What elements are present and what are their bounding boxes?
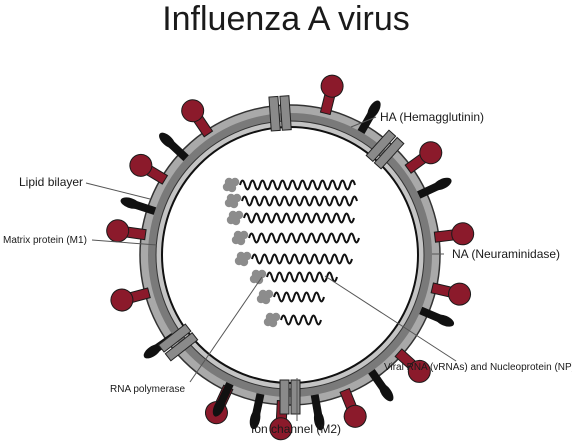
na-head — [212, 397, 226, 417]
ha-spike — [394, 348, 431, 383]
ha-spike — [339, 387, 367, 428]
na-head — [313, 410, 325, 431]
rna-leader — [324, 275, 457, 362]
rna-polymerase-blob — [234, 256, 244, 266]
na-spike — [120, 197, 157, 215]
rna-coil — [266, 271, 338, 283]
na-head — [159, 132, 176, 149]
rnp-segment — [249, 269, 338, 285]
lipid-leader — [85, 182, 151, 200]
surface-proteins — [106, 74, 475, 441]
ha-head — [448, 282, 472, 306]
rna-polymerase-blob — [249, 274, 259, 284]
rna-polymerase-blob — [231, 235, 241, 245]
ha-head — [451, 222, 475, 246]
ha-spike — [404, 141, 443, 174]
rna-polymerase-blob — [256, 294, 266, 304]
rnp-segment — [256, 289, 325, 305]
m2-subunit-left — [290, 379, 301, 415]
na-head — [367, 100, 381, 119]
na-spike — [357, 100, 381, 135]
m2-channel — [279, 379, 301, 415]
na-spike — [368, 369, 394, 402]
rna-polymerase-blob — [263, 317, 273, 327]
na-spike — [212, 382, 234, 417]
rna-polymerase-blob — [224, 198, 234, 208]
na-spike — [417, 177, 452, 199]
na-head — [143, 344, 162, 359]
na-head — [435, 314, 455, 327]
rna-coil — [273, 291, 325, 303]
leader-lines — [85, 116, 457, 421]
rna-coil — [251, 253, 353, 265]
m2-subunit-left — [164, 332, 199, 362]
ha-head — [407, 359, 431, 383]
rna-coil — [241, 195, 358, 207]
m2-subunit-right — [279, 379, 290, 415]
rna-polymerase-label: RNA polymerase — [110, 384, 185, 395]
m2-subunit-left — [365, 129, 397, 163]
ha-head — [129, 153, 153, 177]
na-spike — [419, 306, 455, 327]
ha-spike — [319, 74, 344, 116]
rna-coil — [280, 314, 322, 326]
na-head — [120, 197, 140, 209]
ha-head — [343, 404, 367, 428]
ha-head — [106, 219, 130, 243]
ha-head — [110, 288, 134, 312]
ha-spike — [129, 153, 169, 185]
ha-label: HA (Hemagglutinin) — [380, 110, 484, 124]
ha-head — [269, 417, 293, 441]
m2-subunit-left — [268, 95, 281, 132]
m2-channel — [157, 323, 199, 362]
lipid-bilayer-label: Lipid bilayer — [19, 175, 83, 189]
na-head — [379, 383, 394, 402]
rna-coil — [239, 179, 356, 191]
rna-polymerase-blob — [222, 182, 232, 192]
ha-head — [320, 74, 344, 98]
diagram-title: Influenza A virus — [162, 0, 410, 38]
na-spike — [249, 393, 265, 430]
na-head — [432, 177, 452, 191]
m2-channel — [365, 129, 405, 170]
na-label: NA (Neuraminidase) — [452, 247, 560, 261]
rnp-segment — [224, 193, 358, 209]
m2-subunit-right — [373, 136, 405, 170]
na-spike — [159, 132, 189, 162]
rnp-segment — [222, 177, 356, 193]
ha-spike — [110, 287, 151, 312]
rnp-segment — [226, 210, 355, 226]
na-spike — [310, 394, 325, 431]
rna-polymerase-blob — [226, 215, 236, 225]
ha-spike — [433, 222, 475, 246]
ribonucleoprotein-complexes — [222, 177, 360, 328]
rnp-segment — [234, 251, 353, 267]
ha-spike — [430, 282, 472, 306]
ha-head — [181, 99, 205, 123]
m2-label: Ion channel (M2) — [251, 422, 341, 436]
matrix-protein-label: Matrix protein (M1) — [3, 235, 87, 246]
rnp-segment — [263, 312, 322, 328]
m2-subunit-right — [279, 95, 292, 131]
matrix-leader — [91, 239, 158, 246]
ha-spike — [181, 99, 214, 138]
ha-leader — [350, 116, 377, 128]
rna-np-label: Viral RNA (vRNAs) and Nucleoprotein (NP) — [384, 362, 572, 373]
rnp-segment — [231, 230, 360, 246]
na-head — [249, 409, 261, 430]
polymerase-leader — [189, 276, 263, 383]
m2-subunit-right — [157, 323, 192, 353]
rna-coil — [243, 212, 355, 224]
m2-channel — [268, 95, 292, 132]
rna-coil — [248, 232, 360, 244]
ha-spike — [106, 219, 147, 243]
ha-head — [419, 141, 443, 165]
